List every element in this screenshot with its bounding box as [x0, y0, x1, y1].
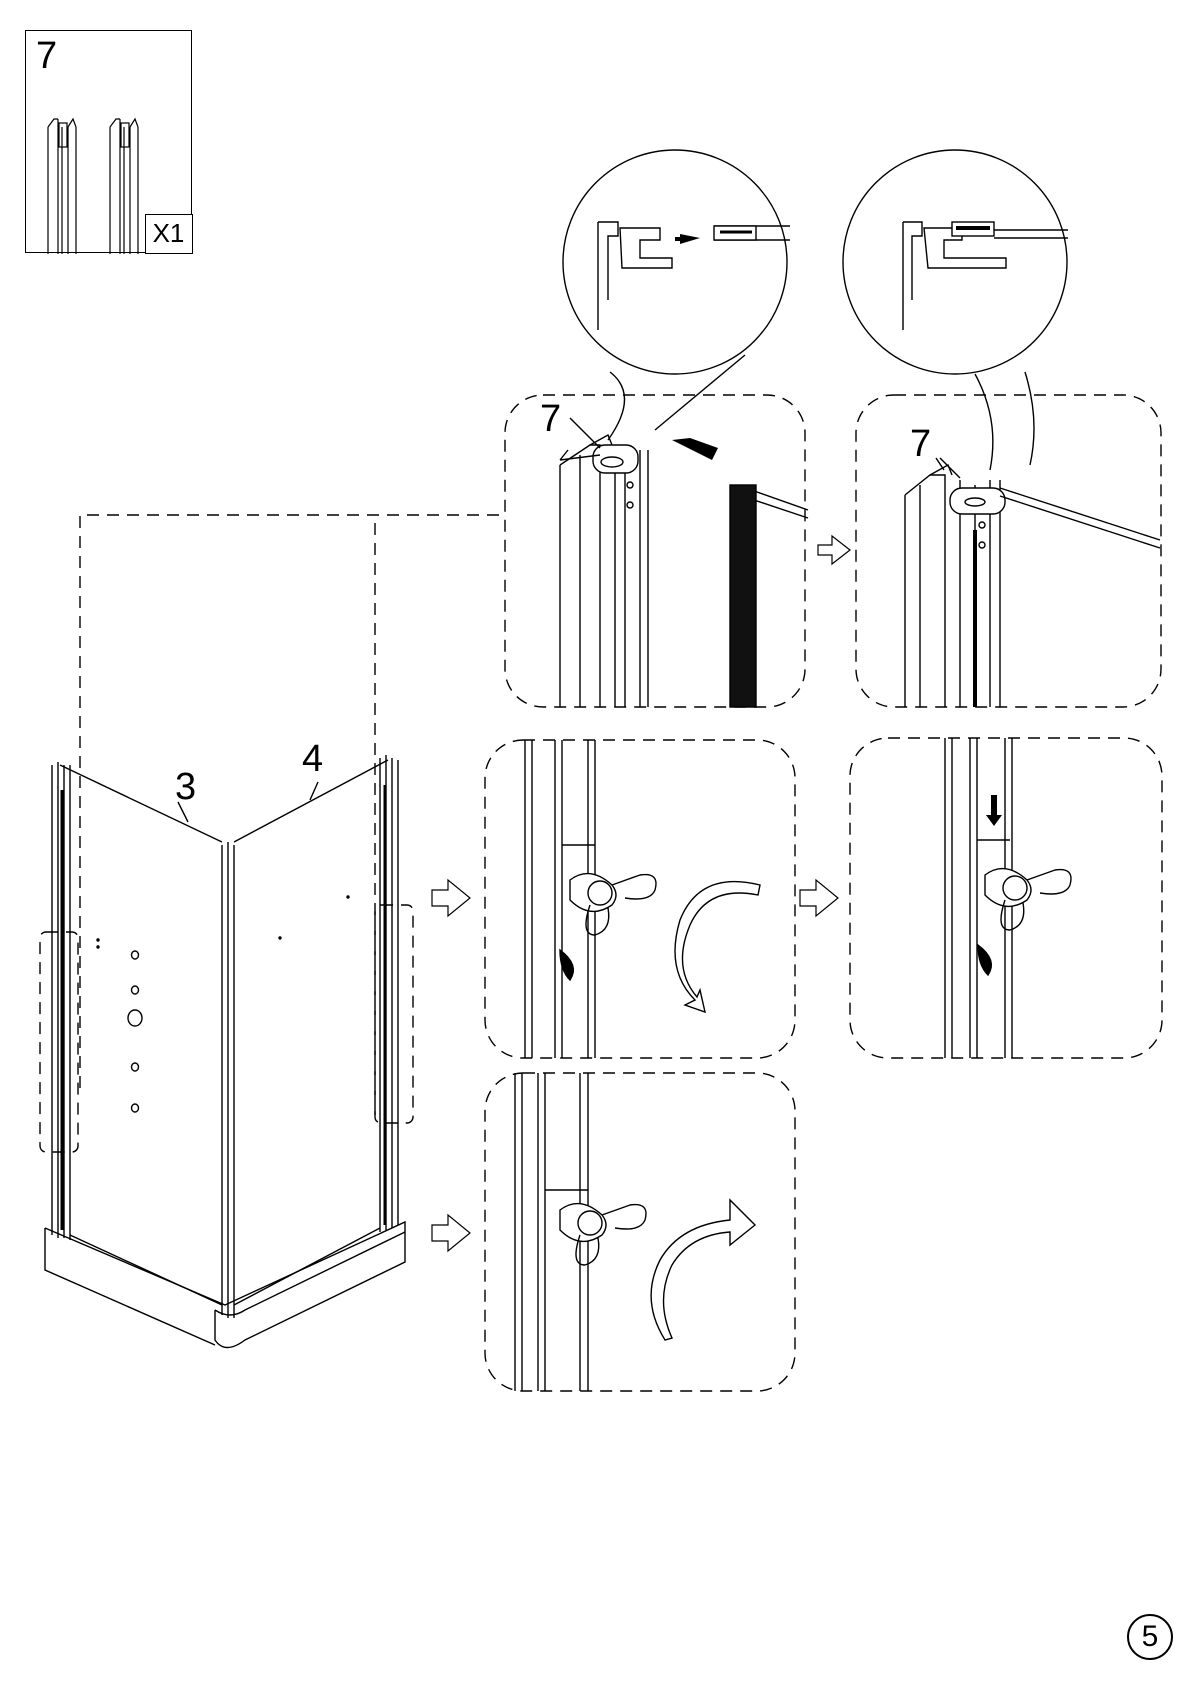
callout-panel-4: 4 [302, 740, 323, 778]
callout-part-7-detail-1: 7 [540, 400, 561, 438]
rotate-counterclockwise-icon [651, 1200, 755, 1340]
solid-arrow-icon [672, 438, 718, 460]
down-arrow-icon [986, 795, 1002, 826]
detail-3-screw [525, 740, 656, 1058]
detail-magnifier-right [843, 150, 1068, 470]
rotate-clockwise-icon [675, 882, 760, 1012]
outline-arrow-right-icon [432, 880, 470, 916]
page-number-label: 5 [1142, 1620, 1159, 1654]
detail-1-profile [560, 435, 808, 707]
callout-part-7-detail-2: 7 [910, 425, 931, 463]
detail-magnifier-left [563, 150, 790, 440]
detail-frame-2 [856, 395, 1161, 707]
outline-arrow-right-icon [432, 1215, 470, 1251]
outline-arrow-right-icon [818, 536, 850, 564]
callout-panel-3: 3 [175, 768, 196, 806]
detail-frame-5 [485, 1073, 795, 1391]
detail-4-screw [945, 738, 1071, 1058]
detail-2-profile [905, 458, 1160, 707]
seal-strip [730, 485, 756, 707]
outline-arrow-right-icon [800, 880, 838, 916]
page-number: 5 [1127, 1614, 1173, 1660]
detail-5-screw [515, 1073, 646, 1391]
detail-frame-1 [505, 395, 805, 707]
